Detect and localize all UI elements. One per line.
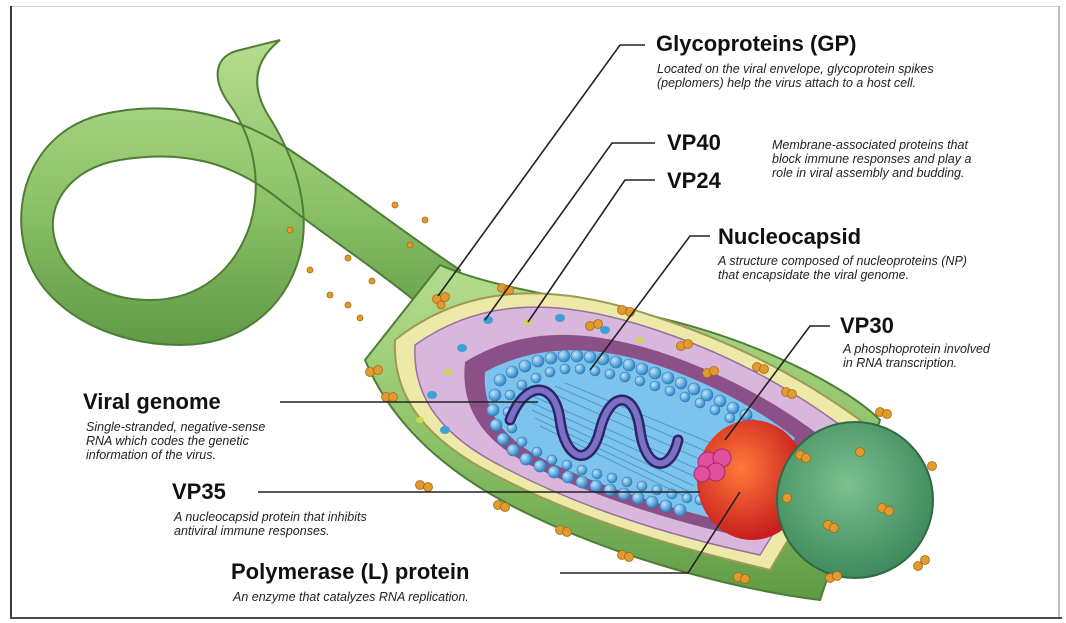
polymerase-title: Polymerase (L) protein: [231, 561, 469, 583]
vp40-vp24-description: Membrane-associated proteins that block …: [772, 138, 971, 180]
vp35-description: A nucleocapsid protein that inhibits ant…: [174, 510, 367, 538]
vp30-description: A phosphoprotein involved in RNA transcr…: [843, 342, 990, 370]
vp30-title: VP30: [840, 315, 894, 337]
gp-title: Glycoproteins (GP): [656, 33, 856, 55]
nucleocapsid-title: Nucleocapsid: [718, 226, 861, 248]
virion-end-cap: [777, 422, 933, 578]
vp35-title: VP35: [172, 481, 226, 503]
nucleocapsid-description: A structure composed of nucleoproteins (…: [718, 254, 967, 282]
gp-description: Located on the viral envelope, glycoprot…: [657, 62, 934, 90]
leader-gp: [438, 45, 645, 296]
genome-description: Single-stranded, negative-sense RNA whic…: [86, 420, 265, 462]
genome-title: Viral genome: [83, 391, 221, 413]
polymerase-description: An enzyme that catalyzes RNA replication…: [233, 590, 469, 604]
vp40-title: VP40: [667, 132, 721, 154]
vp24-title: VP24: [667, 170, 721, 192]
envelope-tail: [21, 40, 460, 345]
